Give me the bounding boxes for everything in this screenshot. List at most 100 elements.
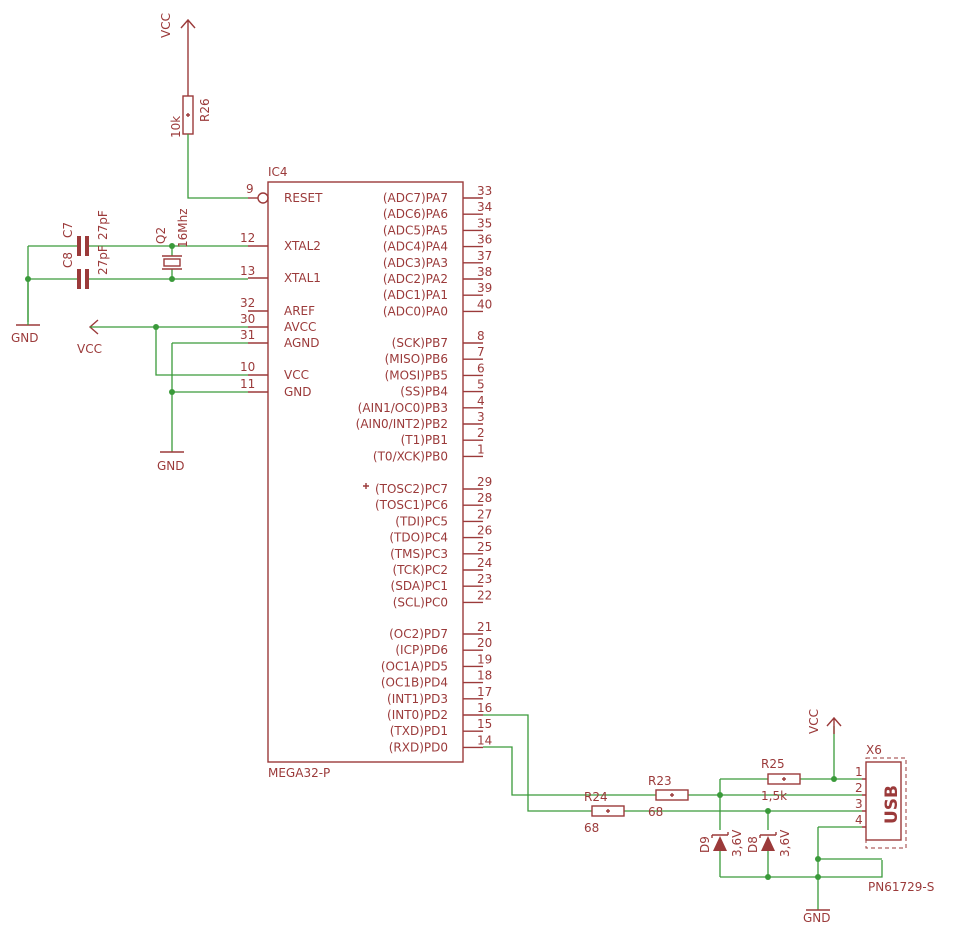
ic4-mega32: IC4 MEGA32-P [267,165,464,780]
ic4-value: MEGA32-P [268,766,330,780]
pin-number-label: 27 [477,507,492,521]
gnd-mid-label: GND [157,459,185,473]
pin-name-label: (ADC7)PA7 [383,191,448,205]
pin-name-label: (AIN1/OC0)PB3 [358,401,448,415]
pin-number-label: 35 [477,216,492,230]
pin-name-label: (ADC5)PA5 [383,223,448,237]
pin-number-label: 25 [477,540,492,554]
d9-value: 3,6V [730,829,744,857]
gnd-symbol-left: GND [11,279,40,345]
resistor-r23: R23 68 [648,774,689,819]
pin-name-label: (TDI)PC5 [395,514,448,528]
pin-number-label: 37 [477,249,492,263]
x6-pin2: 2 [855,781,863,795]
vcc-supply-usb: VCC [807,709,842,734]
pin-reset-label: RESET [284,191,323,205]
pin-name-label: (OC1B)PD4 [381,676,448,690]
pin-name-label: (TOSC1)PC6 [375,498,448,512]
c8-value: 27pF [96,245,110,275]
resistor-r25: R25 1,5k [761,757,801,803]
pin-name-label: (SCK)PB7 [392,336,448,350]
pin-name-label: (TOSC2)PC7 [375,482,448,496]
pin-number-label: 5 [477,378,485,392]
pin-number-label: 19 [477,652,492,666]
pin-number-label: 29 [477,475,492,489]
x6-pin1: 1 [855,765,863,779]
pin-name-label: (OC1A)PD5 [381,659,448,673]
pin-number-label: 34 [477,200,492,214]
x6-name: X6 [866,743,882,757]
pin-number-label: 14 [477,733,492,747]
pin-name-label: (ADC4)PA4 [383,240,448,254]
pin-aref-label: AREF [284,304,315,318]
reset-wire [187,134,248,199]
x6-pin4: 4 [855,813,863,827]
pin-name-label: (TCK)PC2 [393,563,449,577]
pin-name-label: (INT0)PD2 [387,708,448,722]
pin-number-label: 15 [477,717,492,731]
power-wires: VCC GND [77,319,248,473]
capacitor-c7: C7 27pF [61,210,110,256]
pin-name-label: (INT1)PD3 [387,692,448,706]
gnd-left-label: GND [11,331,39,345]
pin-vcc-label: VCC [284,368,309,382]
pin-number-label: 2 [477,426,485,440]
pin-gnd-label: GND [284,385,312,399]
pin-number-label: 20 [477,636,492,650]
pin-name-label: (SCL)PC0 [393,595,448,609]
pin-number-label: 1 [477,442,485,456]
crystal-q2: Q2 16Mhz [154,208,190,270]
resistor-r24: R24 68 [584,790,625,835]
pin-name-label: (T1)PB1 [401,433,448,447]
r26-value: 10k [169,116,183,138]
zener-d9: D9 3,6V [698,829,744,857]
pin-number-label: 21 [477,620,492,634]
r24-value: 68 [584,821,599,835]
vcc-usb-label: VCC [807,709,821,734]
pin-reset-number: 9 [246,182,254,196]
pin-name-label: (MISO)PB6 [385,352,448,366]
pin-number-label: 28 [477,491,492,505]
pin-name-label: (AIN0/INT2)PB2 [356,417,448,431]
pin-vcc-number: 10 [240,360,255,374]
resistor-r26: 10k R26 [169,58,212,138]
pin-number-label: 18 [477,669,492,683]
pin-aref-number: 32 [240,296,255,310]
pin-name-label: (TMS)PC3 [390,547,448,561]
pin-number-label: 36 [477,233,492,247]
pin-name-label: (ADC1)PA1 [383,288,448,302]
pin-gnd-number: 11 [240,377,255,391]
pin-number-label: 3 [477,410,485,424]
x6-value: PN61729-S [868,880,934,894]
c8-name: C8 [61,252,75,268]
pin-xtal1-number: 13 [240,264,255,278]
pin-agnd-label: AGND [284,336,320,350]
d8-value: 3,6V [778,829,792,857]
pin-name-label: (ADC3)PA3 [383,256,448,270]
pin-xtal1-label: XTAL1 [284,271,321,285]
pin-xtal2-label: XTAL2 [284,239,321,253]
q2-value: 16Mhz [176,208,190,248]
pin-name-label: (SS)PB4 [400,385,448,399]
pin-number-label: 16 [477,701,492,715]
vcc-left-label: VCC [77,342,102,356]
x6-pin3: 3 [855,797,863,811]
pin-number-label: 26 [477,524,492,538]
usb-connector-x6: USB X6 PN61729-S 1 2 3 4 [855,743,934,894]
pin-number-label: 23 [477,572,492,586]
pin-name-label: (TXD)PD1 [390,724,448,738]
pin-name-label: (ADC6)PA6 [383,207,448,221]
vcc-supply-top: VCC [159,13,196,58]
pin-name-label: (MOSI)PB5 [385,368,448,382]
pin-number-label: 6 [477,361,485,375]
pin-number-label: 22 [477,588,492,602]
pin-number-label: 24 [477,556,492,570]
vcc-top-label: VCC [159,13,173,38]
pin-name-label: (ADC2)PA2 [383,272,448,286]
pin-name-label: (SDA)PC1 [391,579,448,593]
r25-name: R25 [761,757,785,771]
pin-number-label: 39 [477,281,492,295]
crystal-wires [25,243,248,322]
